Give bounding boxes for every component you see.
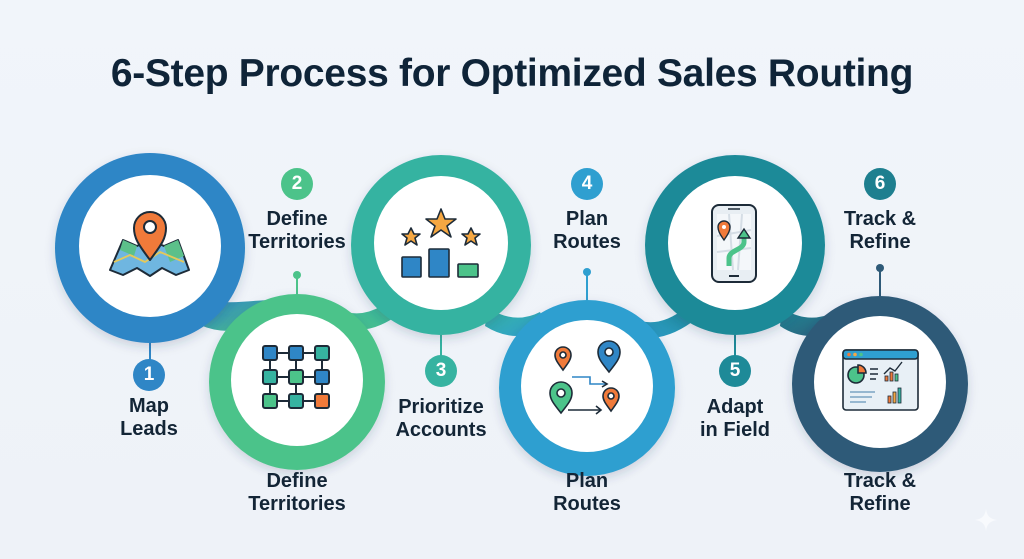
step-1-label-line2: Leads — [120, 418, 178, 440]
step-3-label-line1: Prioritize — [398, 396, 484, 418]
star-ranking-icon — [401, 208, 481, 278]
sparkle-icon — [975, 509, 997, 531]
step-3-label-line2: Accounts — [395, 419, 487, 441]
step-2-caption-line2: Territories — [248, 493, 346, 515]
step-4-caption-line2: Routes — [553, 493, 621, 515]
mobile-navigation-icon — [711, 204, 757, 283]
step-2-label: Define Territories — [217, 208, 377, 254]
step-6-caption: Track & Refine — [800, 470, 960, 516]
step-4-label-line1: Plan — [565, 208, 609, 230]
step-4-caption: Plan Routes — [507, 470, 667, 516]
map-pin-icon — [109, 211, 190, 277]
step-6-caption-line2: Refine — [849, 493, 911, 515]
step-4-label-line2: Routes — [553, 231, 621, 253]
step-2-label-line1: Define — [266, 208, 328, 230]
territory-grid-icon — [262, 345, 330, 409]
route-pins-icon — [549, 340, 621, 415]
step-4-badge: 4 — [571, 168, 603, 200]
step-2-badge: 2 — [281, 168, 313, 200]
step-1-label-line1: Map — [129, 395, 169, 417]
step-1-badge: 1 — [133, 359, 165, 391]
step-6-label: Track & Refine — [800, 208, 960, 254]
step-4-label: Plan Routes — [507, 208, 667, 254]
step-3-circle — [351, 155, 531, 335]
step-4-circle — [499, 300, 675, 476]
step-6-label-line2: Refine — [849, 231, 911, 253]
step-5-label-line1: Adapt — [706, 396, 764, 418]
step-2-caption: Define Territories — [217, 470, 377, 516]
step-5-label: Adapt in Field — [655, 396, 815, 442]
step-6-badge: 6 — [864, 168, 896, 200]
step-2-label-line2: Territories — [248, 231, 346, 253]
step-6-caption-line1: Track & — [843, 470, 917, 492]
stems — [149, 264, 884, 360]
step-3-label: Prioritize Accounts — [361, 396, 521, 442]
step-1-label: Map Leads — [69, 395, 229, 441]
step-2-caption-line1: Define — [266, 470, 328, 492]
analytics-dashboard-icon — [842, 349, 919, 411]
step-5-badge: 5 — [719, 355, 751, 387]
step-4-caption-line1: Plan — [565, 470, 609, 492]
step-5-label-line2: in Field — [700, 419, 770, 441]
step-3-badge: 3 — [425, 355, 457, 387]
step-6-label-line1: Track & — [843, 208, 917, 230]
page-title: 6-Step Process for Optimized Sales Routi… — [110, 52, 914, 95]
